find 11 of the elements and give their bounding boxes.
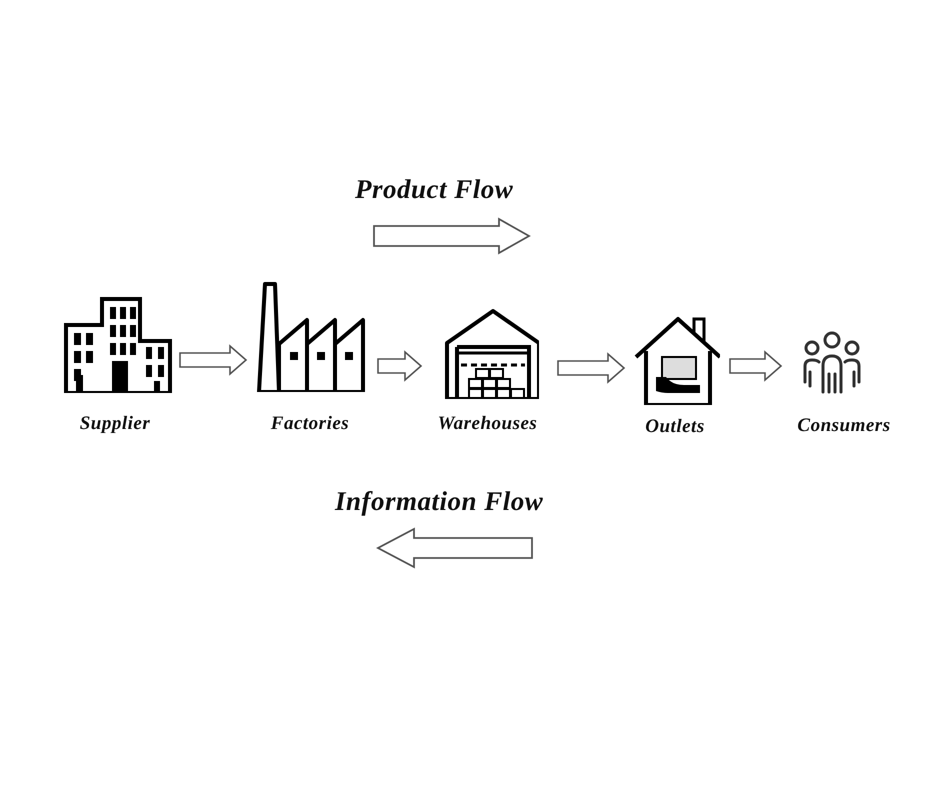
block-arrow: [179, 344, 248, 376]
block-arrow: [377, 350, 422, 382]
node-label: Outlets: [644, 416, 706, 438]
flow-title: Product Flow: [355, 174, 514, 205]
block-arrow: [729, 350, 782, 382]
node-label: Consumers: [796, 415, 892, 437]
node-label: Factories: [270, 413, 350, 435]
block-arrow: [557, 352, 626, 384]
node-label: Warehouses: [436, 413, 538, 435]
node-label: Supplier: [78, 413, 152, 435]
flow-title: Information Flow: [335, 486, 544, 517]
